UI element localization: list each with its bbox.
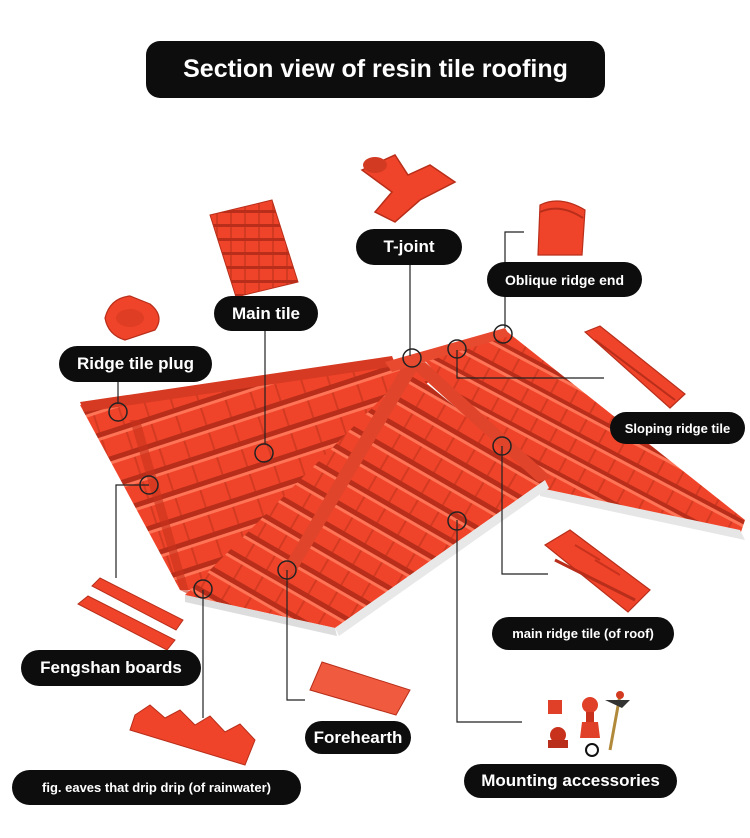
label-sloping-ridge-tile: Sloping ridge tile	[610, 412, 745, 444]
forehearth-sample	[309, 661, 411, 716]
label-main-tile: Main tile	[214, 296, 318, 331]
t-joint-sample	[360, 154, 457, 223]
ridge-tile-plug-sample	[104, 295, 160, 341]
label-eaves-drip: fig. eaves that drip drip (of rainwater)	[12, 770, 301, 805]
main-ridge-tile-sample	[543, 529, 651, 613]
main-tile-sample	[209, 199, 299, 298]
eaves-drip-sample	[129, 704, 256, 766]
label-ridge-tile-plug: Ridge tile plug	[59, 346, 212, 382]
roof-right-slope	[420, 330, 745, 540]
label-fengshan-boards: Fengshan boards	[21, 650, 201, 686]
callout-markers	[108, 324, 513, 599]
label-main-ridge-tile: main ridge tile (of roof)	[492, 617, 674, 650]
sloping-ridge-tile-sample	[583, 325, 686, 409]
label-oblique-ridge-end: Oblique ridge end	[487, 262, 642, 297]
leader-lines	[115, 231, 604, 723]
fengshan-board-sample	[77, 577, 184, 651]
diagram-title: Section view of resin tile roofing	[146, 41, 605, 98]
mounting-accessories-sample	[548, 691, 630, 757]
oblique-ridge-end-sample	[537, 200, 586, 256]
label-t-joint: T-joint	[356, 229, 462, 265]
label-mounting-accessories: Mounting accessories	[464, 764, 677, 798]
label-forehearth: Forehearth	[305, 721, 411, 754]
roof-left-slope	[80, 356, 440, 595]
